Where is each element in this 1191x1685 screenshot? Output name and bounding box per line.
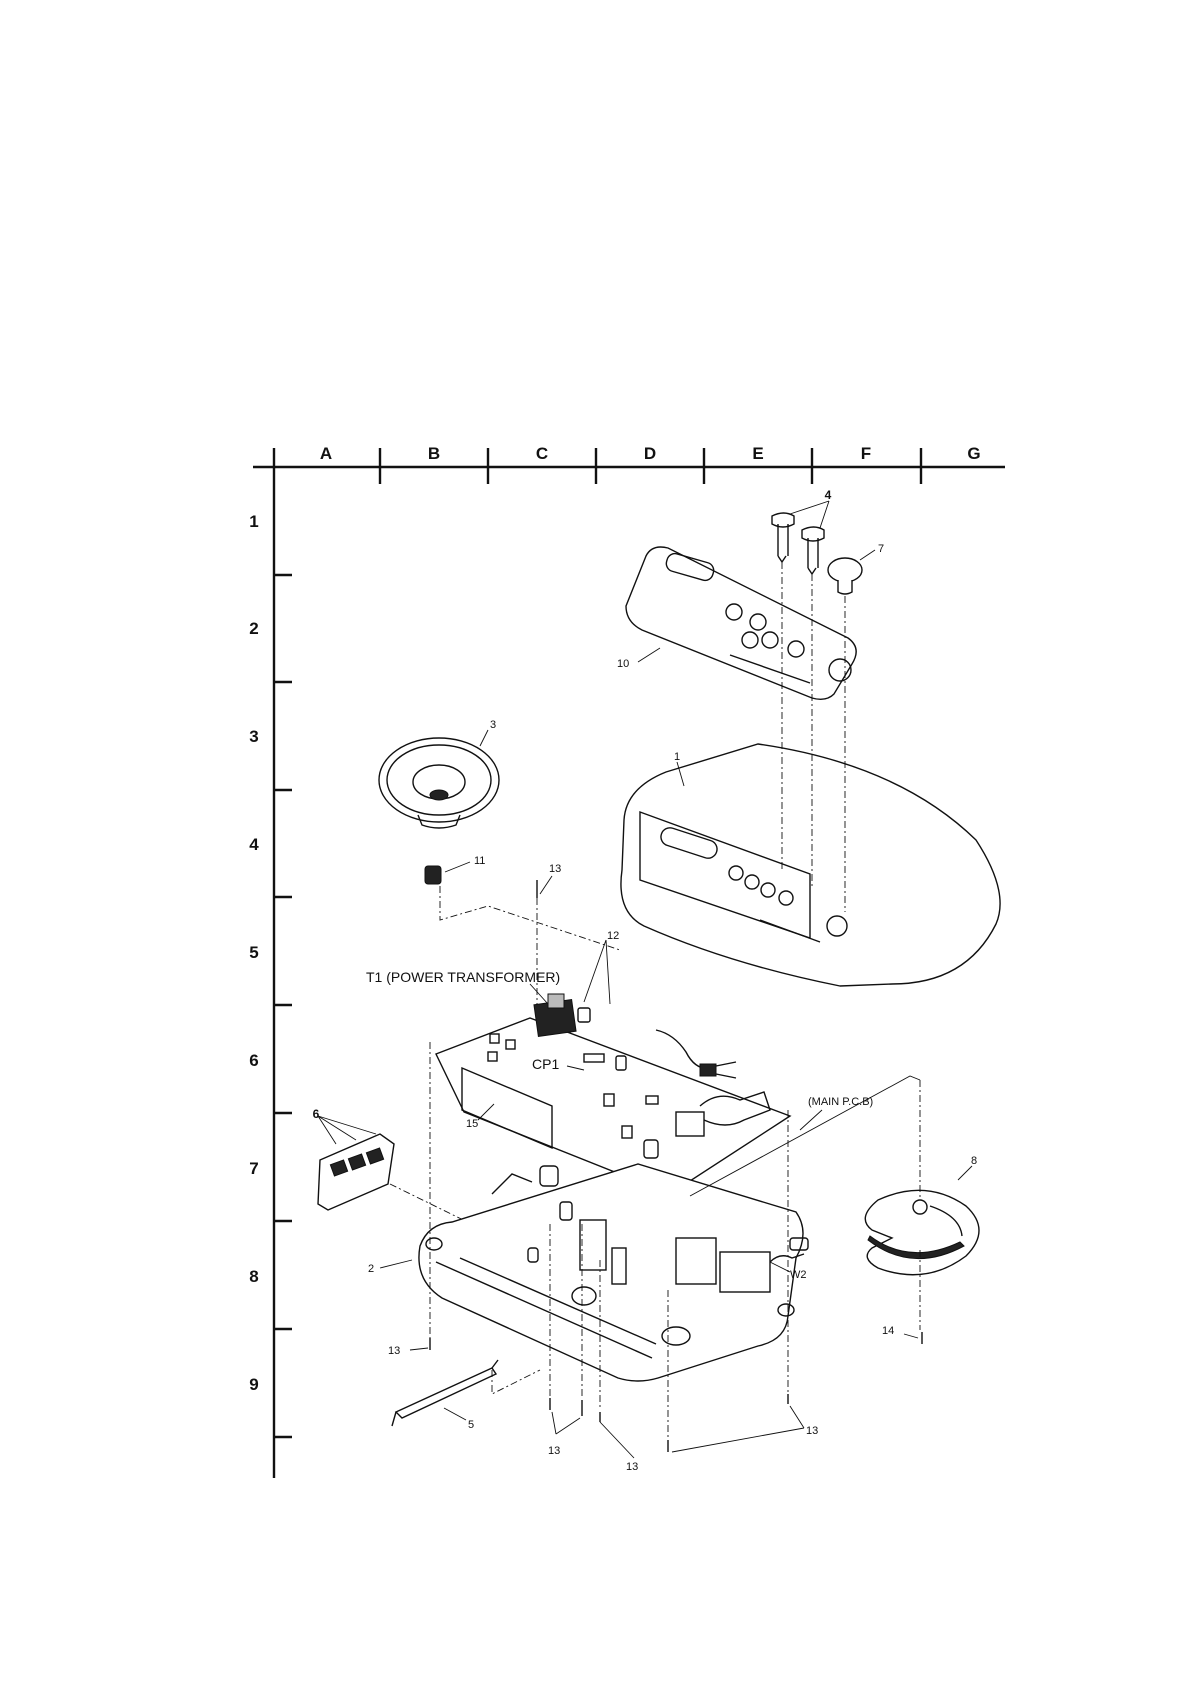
callout-4: 4	[825, 488, 832, 502]
callout-3: 3	[490, 719, 496, 731]
main-pcb-label: (MAIN P.C.B)	[808, 1096, 873, 1108]
column-label-a: A	[320, 444, 332, 463]
row-label-3: 3	[249, 727, 258, 746]
column-label-f: F	[861, 444, 871, 463]
callout-6: 6	[313, 1107, 320, 1121]
cp1-label: CP1	[532, 1056, 559, 1072]
part-7-knob: 7	[828, 543, 884, 594]
column-labels: A B C D E F G	[320, 444, 981, 463]
callout-8: 8	[971, 1155, 977, 1167]
main-pcb: CP1 (MAIN P.C.B)	[436, 994, 873, 1194]
column-label-e: E	[752, 444, 763, 463]
row-labels: 1 2 3 4 5 6 7 8 9	[249, 512, 259, 1394]
power-transformer-leader	[530, 984, 548, 1004]
part-3-speaker: 3	[379, 719, 499, 828]
power-transformer-label: T1 (POWER TRANSFORMER)	[366, 969, 560, 985]
row-label-5: 5	[249, 943, 258, 962]
callout-1: 1	[674, 751, 680, 763]
callout-14: 14	[882, 1325, 894, 1337]
part-8-disc: 8	[865, 1080, 979, 1330]
callout-12: 12	[607, 930, 619, 942]
part-14-screw: 14	[882, 1325, 922, 1344]
row-label-8: 8	[249, 1267, 258, 1286]
callout-11: 11	[474, 855, 485, 867]
part-5-lever: 5	[392, 1360, 540, 1431]
row-label-7: 7	[249, 1159, 258, 1178]
part-10-front-panel: 10	[617, 547, 856, 699]
callout-13-right: 13	[806, 1425, 818, 1437]
row-label-9: 9	[249, 1375, 258, 1394]
column-label-b: B	[428, 444, 440, 463]
callout-7: 7	[878, 543, 884, 555]
row-label-1: 1	[249, 512, 258, 531]
row-label-4: 4	[249, 835, 259, 854]
row-label-2: 2	[249, 619, 258, 638]
callout-13-left: 13	[388, 1345, 400, 1357]
callout-13-top: 13	[549, 863, 561, 875]
part-4-knobs: 4	[772, 488, 832, 574]
callout-13-lower: 13	[626, 1461, 638, 1473]
row-label-6: 6	[249, 1051, 258, 1070]
column-label-c: C	[536, 444, 548, 463]
part-1-cabinet: 1	[621, 744, 1000, 986]
part-2-base-chassis: 2	[368, 1164, 803, 1381]
part-12-clips: 12	[584, 930, 619, 1004]
w2-label: W2	[790, 1269, 807, 1281]
part-11-spring: 11	[425, 855, 620, 950]
callout-15: 15	[466, 1118, 478, 1130]
callout-13-center: 13	[548, 1445, 560, 1457]
column-label-d: D	[644, 444, 656, 463]
column-label-g: G	[967, 444, 980, 463]
callout-10: 10	[617, 658, 629, 670]
callout-2: 2	[368, 1263, 374, 1275]
callout-5: 5	[468, 1419, 474, 1431]
